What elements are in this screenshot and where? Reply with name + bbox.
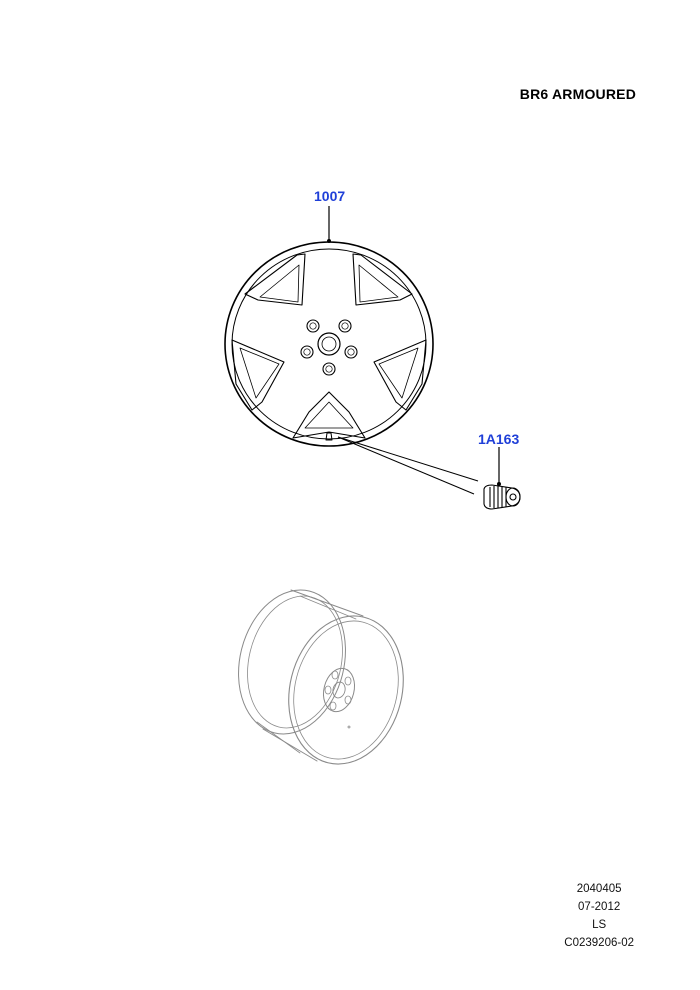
leader-line-1a163-lower <box>337 436 475 495</box>
wheel-perspective-view[interactable] <box>224 579 419 777</box>
diagram-title: BR6 ARMOURED <box>519 86 636 102</box>
reference-number: 2040405 <box>576 883 622 895</box>
drawing-reference-block: 2040405 07-2012 LS C0239206-02 <box>564 880 634 952</box>
leader-dot-1a163 <box>497 482 501 486</box>
wheel-front-view[interactable] <box>224 241 434 447</box>
leader-line-1a163-upper <box>337 436 479 482</box>
reference-code: LS <box>592 919 607 931</box>
callout-valve-cap-1a163[interactable]: 1A163 <box>478 431 520 447</box>
callout-wheel-1007[interactable]: 1007 <box>314 188 346 204</box>
reference-date: 07-2012 <box>578 901 621 913</box>
valve-cap-part[interactable] <box>483 484 521 510</box>
reference-id: C0239206-02 <box>564 937 634 949</box>
